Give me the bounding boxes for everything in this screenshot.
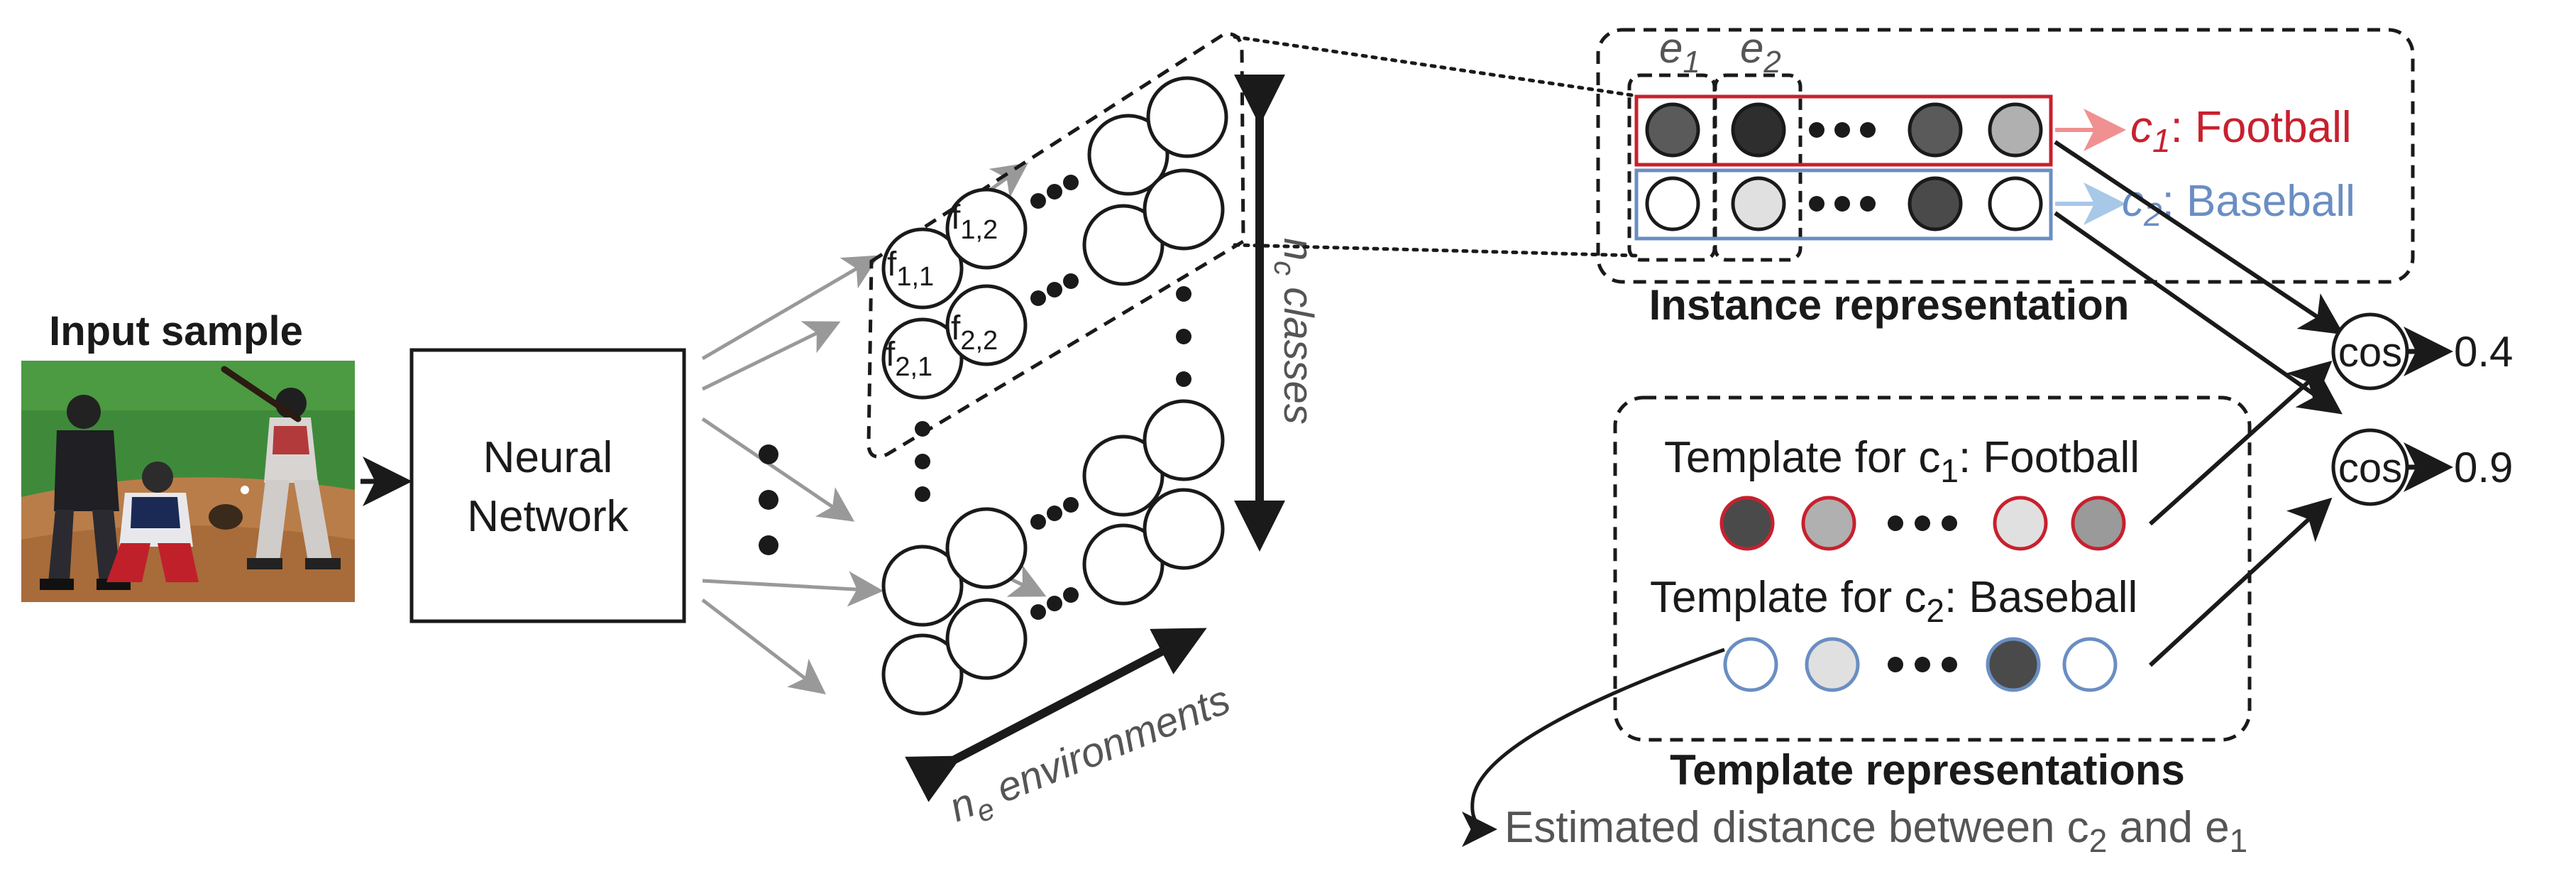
class-label-c2: c2: Baseball [2122, 177, 2355, 233]
environments-axis-label: ne environments [943, 676, 1239, 837]
feature-label-f21: f2,1 [886, 336, 932, 382]
neural-network-label-line2: Network [467, 492, 629, 541]
distance-note: Estimated distance between c2 and e1 [1504, 803, 2247, 859]
environments-axis-arrow [905, 628, 1207, 802]
template-label-c1: Template for c1: Football [1664, 433, 2140, 489]
neural-network-label-line1: Neural [483, 433, 613, 482]
distance-note-arrow [1461, 648, 1725, 847]
template-row-c2-circles [1723, 637, 2118, 692]
instance-representation-box [1596, 28, 2415, 284]
instance-row-c2-circles [1645, 176, 2043, 231]
feature-label-f11: f1,1 [887, 246, 934, 292]
network-ellipsis [759, 444, 778, 555]
template-representations-box [1613, 395, 2252, 742]
template-row-c1-ellipsis [1888, 515, 1957, 531]
template-representations-title: Template representations [1670, 746, 2185, 794]
classes-axis-label: nc classes [1268, 238, 1321, 425]
env-label-e1: e1 [1659, 24, 1700, 80]
template-row-c1-circles [1719, 496, 2126, 551]
score-1-value: 0.4 [2454, 328, 2513, 376]
input-photo [21, 361, 355, 602]
projection-line-top [1233, 35, 1639, 98]
instance-row-c1-ellipsis [1809, 122, 1876, 138]
template-label-c2: Template for c2: Baseball [1650, 573, 2137, 629]
feature-bank-ellipsis [915, 175, 1191, 620]
feature-label-f22: f2,2 [951, 310, 998, 356]
score-2-value: 0.9 [2454, 444, 2513, 491]
class-row-c1 [1634, 94, 2053, 167]
class-row-highlight [866, 32, 1245, 459]
env-label-e2: e2 [1740, 24, 1781, 80]
similarity-arrows [2054, 140, 2344, 667]
instance-row-c1-circles [1645, 102, 2043, 158]
instance-representation-title: Instance representation [1649, 281, 2130, 329]
input-sample-title: Input sample [49, 308, 303, 354]
feature-label-f12: f1,2 [951, 199, 998, 245]
class-row-c2 [1634, 168, 2053, 241]
template-row-c2-ellipsis [1888, 657, 1957, 672]
neural-network-box [409, 348, 686, 623]
instance-row-c2-ellipsis [1809, 196, 1876, 212]
cos-node-1-label: cos [2338, 329, 2402, 376]
class-label-c1: c1: Football [2130, 103, 2352, 159]
projection-line-bottom [1233, 243, 1639, 258]
feature-circles [881, 76, 1228, 716]
cos-node-2-label: cos [2338, 445, 2402, 491]
